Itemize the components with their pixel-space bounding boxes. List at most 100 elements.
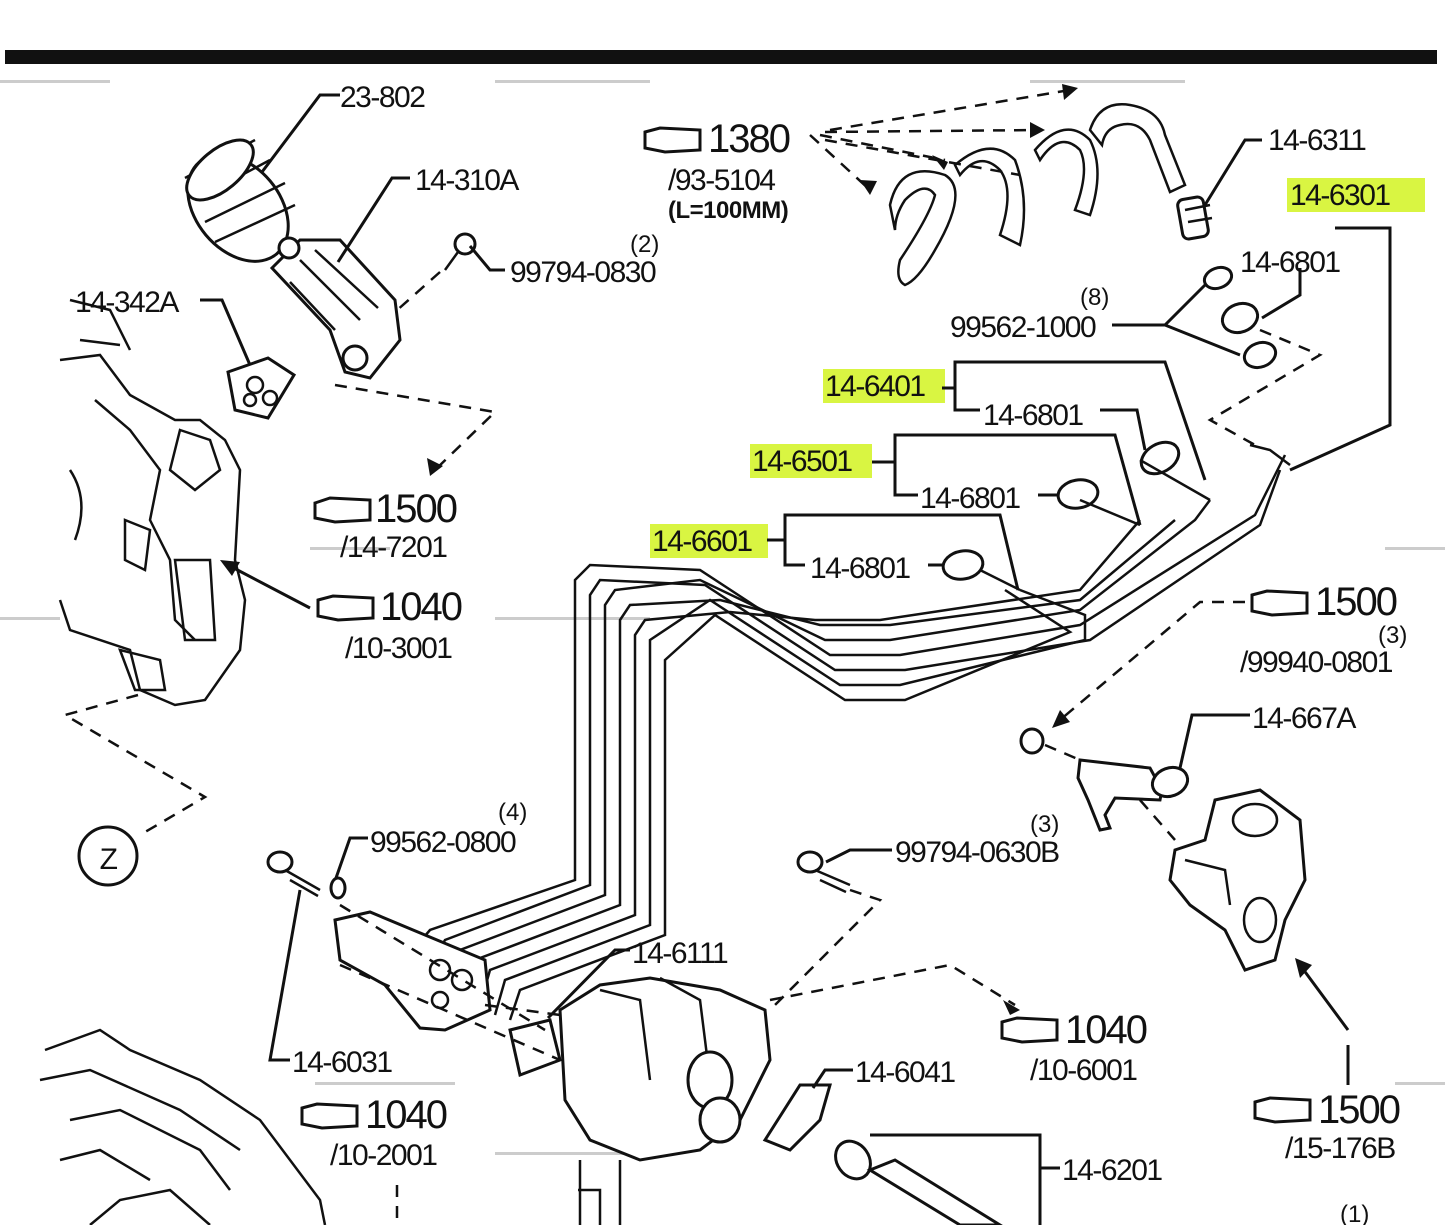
part-14-6201 xyxy=(834,1139,1003,1225)
watermarks xyxy=(0,80,1445,1155)
highlight-14-6401 xyxy=(823,369,945,403)
label-14-6801-d: 14-6801 xyxy=(810,552,910,585)
label-14-667A: 14-667A xyxy=(1252,702,1356,735)
ref-1500-a-sub: /14-7201 xyxy=(340,531,447,564)
highlight-14-6601 xyxy=(650,524,768,558)
qty-3-b: (3) xyxy=(1030,811,1059,838)
dash-667A xyxy=(1044,743,1176,841)
hoses-1380 xyxy=(888,103,1187,287)
banjo-14-6801-d xyxy=(941,549,985,581)
leader-14-6311 xyxy=(1203,138,1262,206)
housing-right xyxy=(1168,788,1307,972)
label-14-6801-a: 14-6801 xyxy=(1240,246,1340,279)
ref-1500-c-sub: /15-176B xyxy=(1285,1132,1395,1165)
leader-14-6111 xyxy=(546,948,630,1020)
leader-99562-0800 xyxy=(334,836,368,879)
dash-1380 xyxy=(809,88,1071,191)
pointing-hand-icon xyxy=(316,594,375,622)
bracket-14-667A xyxy=(1019,727,1190,832)
bracket-14-6601 xyxy=(767,513,1020,591)
pointing-hand-icon xyxy=(300,1102,359,1130)
label-99794-0830: 99794-0830 xyxy=(510,256,656,289)
leader-14-310A xyxy=(336,176,410,263)
ref-1500-b: 1500 xyxy=(1315,580,1397,624)
label-14-6201: 14-6201 xyxy=(1062,1154,1162,1187)
circle-z-icon xyxy=(77,825,139,887)
bolt-99794-0830 xyxy=(443,232,477,271)
label-99562-1000: 99562-1000 xyxy=(950,311,1096,344)
injection-pump xyxy=(333,910,772,1225)
ref-1380-sub: /93-5104 xyxy=(668,164,775,197)
leader-23-802 xyxy=(260,93,340,173)
qty-3-a: (3) xyxy=(1378,622,1407,649)
pointing-hand-icon xyxy=(1253,1096,1312,1124)
bracket-14-6501 xyxy=(872,433,1142,526)
leader-99794-0830 xyxy=(468,245,505,272)
label-z: Z xyxy=(100,843,118,876)
leader-14-6801-a xyxy=(1261,268,1302,320)
sensor-14-6311 xyxy=(1176,195,1213,241)
label-14-6111: 14-6111 xyxy=(632,937,728,970)
gasket-14-6041 xyxy=(762,1083,832,1152)
ref-1500-c: 1500 xyxy=(1318,1088,1400,1132)
dash-bracket-ref xyxy=(334,383,498,471)
label-14-6031: 14-6031 xyxy=(292,1046,392,1079)
dash-bolt-bracket xyxy=(394,271,441,313)
label-23-802: 23-802 xyxy=(340,81,425,114)
leader-14-667A xyxy=(1178,713,1250,769)
ref-1500-b-sub: /99940-0801 xyxy=(1240,646,1393,679)
label-14-310A: 14-310A xyxy=(415,164,519,197)
oil-filter-bracket-part xyxy=(269,236,402,380)
arrow-1500-c xyxy=(1298,964,1350,1085)
banjo-14-6801-c xyxy=(1056,478,1100,510)
ref-1040-a: 1040 xyxy=(380,585,462,629)
bracket-14-6301 xyxy=(1289,226,1392,472)
ref-1040-c-sub: /10-2001 xyxy=(330,1139,437,1172)
pointing-hand-icon xyxy=(1250,589,1309,617)
leader-99794-0630B xyxy=(825,848,892,864)
pointing-hand-icon xyxy=(1000,1016,1059,1044)
qty-4: (4) xyxy=(498,799,527,826)
top-rule xyxy=(5,50,1437,64)
dash-0630B xyxy=(769,888,883,1011)
leader-14-6041 xyxy=(811,1068,853,1089)
pointing-hand-icon xyxy=(313,496,372,524)
label-99562-0800: 99562-0800 xyxy=(370,826,516,859)
injection-pipes xyxy=(399,443,1291,1021)
ref-1040-b: 1040 xyxy=(1065,1008,1147,1052)
leader-99562-1000 xyxy=(1112,283,1241,357)
callout-z: Z xyxy=(77,825,139,887)
label-14-6301: 14-6301 xyxy=(1290,179,1390,212)
label-14-6601: 14-6601 xyxy=(652,525,752,558)
label-14-6501: 14-6501 xyxy=(752,445,852,478)
bracket-14-6201 xyxy=(870,1133,1060,1225)
gasket-14-342A xyxy=(226,356,297,420)
leader-14-342A xyxy=(200,298,252,366)
ref-1500-a: 1500 xyxy=(375,487,457,531)
qty-1: (1) xyxy=(1340,1201,1369,1225)
pointing-hand-icon xyxy=(643,126,702,154)
engine-block-lower-left xyxy=(39,1028,327,1225)
bolt-14-6031 xyxy=(266,850,347,900)
highlight-14-6301 xyxy=(1287,178,1425,212)
engine-block-left xyxy=(58,298,247,707)
dash-1040-b xyxy=(769,963,1016,1007)
ref-1040-c: 1040 xyxy=(365,1093,447,1137)
bracket-14-6401 xyxy=(942,360,1207,481)
label-14-6311: 14-6311 xyxy=(1268,124,1366,157)
bolt-99794-0630B xyxy=(796,850,851,894)
highlight-14-6501 xyxy=(750,444,872,478)
ref-1380-len: (L=100MM) xyxy=(668,197,788,224)
qty-8: (8) xyxy=(1080,284,1109,311)
label-14-342A: 14-342A xyxy=(75,286,179,319)
label-14-6801-c: 14-6801 xyxy=(920,482,1020,515)
label-14-6401: 14-6401 xyxy=(825,370,925,403)
dash-1500-b xyxy=(1059,600,1245,721)
dash-banjo xyxy=(1207,328,1323,447)
label-99794-0630B: 99794-0630B xyxy=(895,836,1059,869)
ref-1040-a-sub: /10-3001 xyxy=(345,632,452,665)
banjo-bolt-top xyxy=(1202,265,1278,370)
oil-filter-part xyxy=(184,138,296,263)
ref-1040-b-sub: /10-6001 xyxy=(1030,1054,1137,1087)
